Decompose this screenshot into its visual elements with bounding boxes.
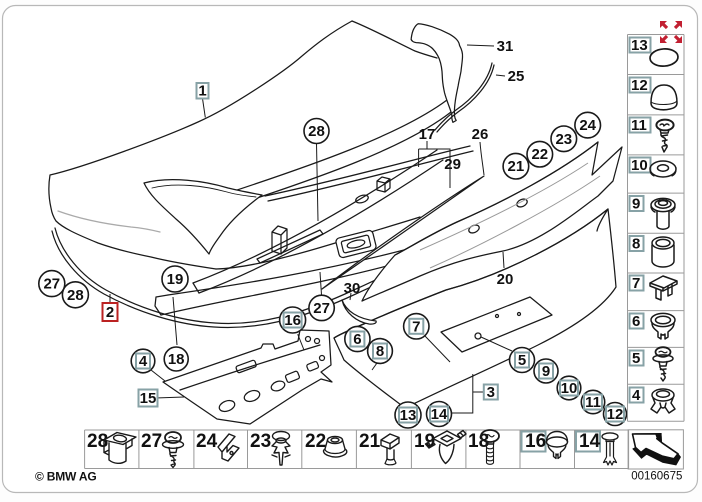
svg-text:18: 18 xyxy=(468,431,489,452)
svg-text:23: 23 xyxy=(250,431,271,452)
svg-text:22: 22 xyxy=(531,146,548,163)
svg-text:10: 10 xyxy=(631,157,648,174)
svg-text:16: 16 xyxy=(284,312,301,329)
svg-text:© BMW AG: © BMW AG xyxy=(35,470,96,484)
svg-text:7: 7 xyxy=(632,275,640,292)
svg-text:14: 14 xyxy=(579,431,601,452)
svg-text:13: 13 xyxy=(400,407,417,424)
svg-text:18: 18 xyxy=(168,351,185,368)
svg-text:27: 27 xyxy=(313,300,330,317)
svg-text:7: 7 xyxy=(412,318,420,335)
svg-text:15: 15 xyxy=(140,390,157,407)
svg-text:16: 16 xyxy=(525,431,546,452)
svg-text:3: 3 xyxy=(487,384,495,401)
svg-text:1: 1 xyxy=(198,83,206,100)
svg-text:14: 14 xyxy=(431,406,448,423)
svg-text:28: 28 xyxy=(67,287,84,304)
svg-text:12: 12 xyxy=(607,406,624,423)
svg-text:00160675: 00160675 xyxy=(631,471,682,483)
svg-text:29: 29 xyxy=(444,156,461,173)
svg-text:11: 11 xyxy=(631,117,647,134)
svg-text:20: 20 xyxy=(497,271,514,288)
svg-text:8: 8 xyxy=(632,236,640,253)
svg-text:30: 30 xyxy=(344,280,361,297)
svg-text:5: 5 xyxy=(632,350,640,367)
svg-text:21: 21 xyxy=(508,158,525,175)
svg-text:6: 6 xyxy=(632,313,640,330)
svg-text:22: 22 xyxy=(305,431,326,452)
svg-text:24: 24 xyxy=(196,431,218,452)
svg-text:2: 2 xyxy=(106,304,114,321)
svg-text:27: 27 xyxy=(43,276,60,293)
svg-text:19: 19 xyxy=(167,271,184,288)
svg-text:26: 26 xyxy=(472,126,489,143)
svg-text:28: 28 xyxy=(87,431,108,452)
svg-text:8: 8 xyxy=(376,343,384,360)
svg-text:23: 23 xyxy=(555,131,572,148)
svg-text:12: 12 xyxy=(631,77,648,94)
svg-text:28: 28 xyxy=(308,123,325,140)
svg-text:10: 10 xyxy=(561,380,578,397)
svg-text:6: 6 xyxy=(353,331,361,348)
svg-text:9: 9 xyxy=(542,363,550,380)
svg-text:9: 9 xyxy=(632,196,640,213)
svg-text:11: 11 xyxy=(585,394,601,411)
svg-text:24: 24 xyxy=(579,117,596,134)
svg-text:4: 4 xyxy=(139,353,148,370)
svg-text:31: 31 xyxy=(497,38,514,55)
svg-text:17: 17 xyxy=(419,126,436,143)
svg-text:13: 13 xyxy=(631,37,648,54)
svg-text:27: 27 xyxy=(141,431,162,452)
svg-text:4: 4 xyxy=(632,387,641,404)
svg-text:21: 21 xyxy=(359,431,381,452)
svg-text:25: 25 xyxy=(508,68,525,85)
svg-text:5: 5 xyxy=(518,352,526,369)
